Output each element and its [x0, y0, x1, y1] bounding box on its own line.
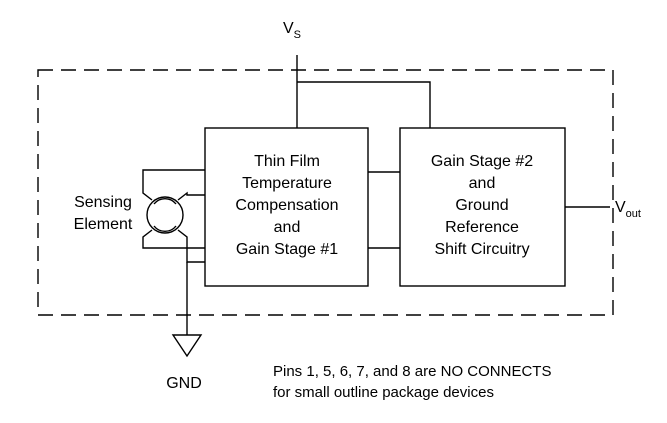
note-line2: for small outline package devices [273, 384, 494, 401]
ground-label: GND [166, 375, 202, 392]
block1-line1: Thin Film [254, 153, 320, 170]
block2-line5: Shift Circuitry [434, 241, 529, 258]
supply-label: VS [283, 20, 301, 41]
ground-symbol [171, 334, 203, 358]
block-gain-stage-1 [204, 127, 369, 287]
sensing-element-leads [142, 169, 205, 263]
sensing-element-symbol [146, 196, 184, 234]
supply-wire [296, 55, 431, 128]
output-label-sub: out [626, 208, 641, 220]
package-outline [37, 69, 614, 316]
block1-line4: and [274, 219, 301, 236]
block1-line3: Compensation [235, 197, 338, 214]
sensing-element-label-line1: Sensing [74, 194, 132, 211]
block2-line4: Reference [445, 219, 519, 236]
block2-line3: Ground [455, 197, 508, 214]
sensing-element-bridge [153, 198, 177, 232]
supply-label-main: V [283, 20, 294, 37]
supply-label-sub: S [294, 29, 301, 41]
block1-line5: Gain Stage #1 [236, 241, 338, 258]
sensing-element-label-line2: Element [74, 216, 133, 233]
output-label: Vout [615, 199, 641, 220]
output-label-main: V [615, 199, 626, 216]
block2-line1: Gain Stage #2 [431, 153, 533, 170]
block2-line2: and [469, 175, 496, 192]
block1-line2: Temperature [242, 175, 332, 192]
note-line1: Pins 1, 5, 6, 7, and 8 are NO CONNECTS [273, 363, 551, 380]
